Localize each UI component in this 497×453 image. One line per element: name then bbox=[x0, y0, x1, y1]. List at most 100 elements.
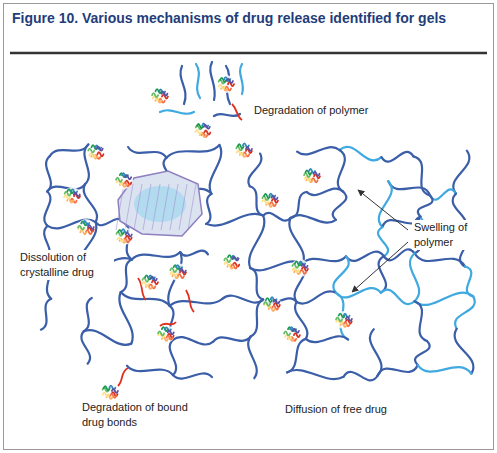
polymer-chain bbox=[287, 339, 306, 372]
molecule-ribbon bbox=[233, 257, 239, 261]
molecule-ribbon bbox=[97, 152, 103, 156]
polymer-chain bbox=[415, 301, 427, 341]
crystal-mesh bbox=[188, 184, 196, 230]
drug-molecule bbox=[157, 325, 175, 343]
polymer-chain bbox=[249, 216, 264, 268]
polymer-chain bbox=[415, 341, 430, 365]
polymer-chain bbox=[248, 337, 257, 379]
leader-arrow bbox=[358, 190, 408, 230]
drug-molecule bbox=[194, 121, 212, 139]
polymer-chain bbox=[415, 293, 474, 305]
polymer-chain bbox=[415, 253, 465, 266]
mechanism-label: Dissolution of crystalline drug bbox=[18, 250, 114, 280]
polymer-chain bbox=[291, 215, 336, 222]
molecule-ribbon bbox=[97, 147, 103, 151]
molecule-ribbon bbox=[300, 270, 306, 274]
drug-bond bbox=[232, 104, 242, 120]
polymer-chain bbox=[127, 366, 173, 375]
mechanism-label: Diffusion of free drug bbox=[283, 402, 389, 417]
polymer-chain bbox=[213, 337, 250, 342]
polymer-chain bbox=[379, 256, 386, 292]
polymer-chain bbox=[210, 62, 215, 100]
polymer-chain bbox=[344, 372, 378, 381]
molecule-ribbon bbox=[346, 317, 352, 321]
polymer-chain bbox=[121, 259, 132, 292]
drug-molecules bbox=[63, 75, 353, 401]
molecule-ground bbox=[283, 325, 301, 343]
drug-molecule bbox=[303, 167, 321, 185]
polymer-chain bbox=[303, 256, 346, 263]
polymer-chain bbox=[263, 213, 290, 221]
crystalline-drug bbox=[116, 171, 202, 236]
molecule-ribbon bbox=[284, 331, 290, 335]
molecule-ground bbox=[115, 171, 133, 189]
polymer-chain bbox=[287, 370, 343, 379]
crystal-mesh bbox=[116, 184, 124, 230]
molecule-ground bbox=[217, 75, 235, 93]
molecule-ribbon bbox=[336, 317, 342, 321]
molecule-ribbon bbox=[88, 225, 94, 229]
polymer-chain bbox=[46, 156, 51, 191]
molecule-ribbon bbox=[294, 333, 300, 337]
figure-border bbox=[4, 4, 494, 450]
molecule-ground bbox=[169, 263, 187, 281]
molecule-ribbon bbox=[302, 264, 308, 268]
molecule-ribbon bbox=[170, 268, 176, 272]
polymer-chain bbox=[410, 253, 419, 301]
polymer-chain bbox=[338, 150, 345, 192]
molecule-ribbon bbox=[126, 233, 132, 237]
polymer-chain bbox=[119, 292, 132, 344]
molecule-ground bbox=[263, 295, 281, 313]
polymer-chain bbox=[333, 256, 348, 293]
polymer-chain bbox=[210, 145, 222, 194]
polymer-chain bbox=[170, 299, 223, 306]
drug-molecule bbox=[235, 141, 253, 159]
molecule-ribbon bbox=[313, 172, 319, 176]
molecule-ribbon bbox=[246, 147, 252, 151]
drug-molecule bbox=[217, 75, 235, 93]
molecule-ground bbox=[101, 383, 119, 401]
molecule-ribbon bbox=[293, 329, 299, 333]
polymer-chain bbox=[173, 337, 213, 344]
molecule-ribbon bbox=[269, 307, 275, 311]
polymer-chain bbox=[41, 299, 51, 330]
polymer-chain bbox=[84, 184, 97, 222]
polymer-chain bbox=[289, 218, 303, 264]
molecule-ribbon bbox=[89, 153, 95, 157]
molecule-ground bbox=[291, 259, 309, 277]
molecule-ribbon bbox=[204, 125, 210, 129]
polymer-chain bbox=[84, 330, 132, 345]
mechanism-label: Degradation of polymer bbox=[252, 103, 370, 118]
polymer-chain bbox=[455, 296, 475, 328]
polymer-chain bbox=[418, 195, 433, 216]
molecule-ribbon bbox=[83, 221, 89, 225]
polymer-chain bbox=[388, 181, 430, 195]
molecule-ribbon bbox=[180, 269, 186, 273]
molecule-ribbon bbox=[88, 149, 94, 153]
molecule-ground bbox=[261, 191, 279, 209]
drug-molecule bbox=[335, 311, 353, 329]
drug-molecule bbox=[77, 219, 95, 237]
drug-molecule bbox=[263, 295, 281, 313]
molecule-ground bbox=[115, 227, 133, 245]
crystal-mesh bbox=[170, 184, 178, 230]
polymer-chain bbox=[333, 192, 347, 220]
molecule-ribbon bbox=[151, 277, 157, 281]
crystal-mesh bbox=[143, 184, 151, 230]
polymer-chain bbox=[297, 291, 336, 303]
drug-molecule bbox=[291, 259, 309, 277]
molecule-ribbon bbox=[232, 256, 238, 260]
molecule-ribbon bbox=[271, 196, 277, 200]
polymer-chain bbox=[50, 144, 88, 156]
polymer-chain bbox=[240, 64, 243, 94]
molecule-ground bbox=[151, 87, 169, 105]
polymer-chain bbox=[306, 336, 348, 342]
polymer-chain bbox=[84, 298, 92, 331]
polymer-chain bbox=[251, 300, 263, 337]
polymer-chain bbox=[453, 151, 469, 194]
molecule-ground bbox=[223, 253, 241, 271]
molecule-ribbon bbox=[195, 130, 201, 134]
polymer-chain bbox=[378, 365, 418, 376]
molecule-ribbon bbox=[125, 175, 131, 179]
